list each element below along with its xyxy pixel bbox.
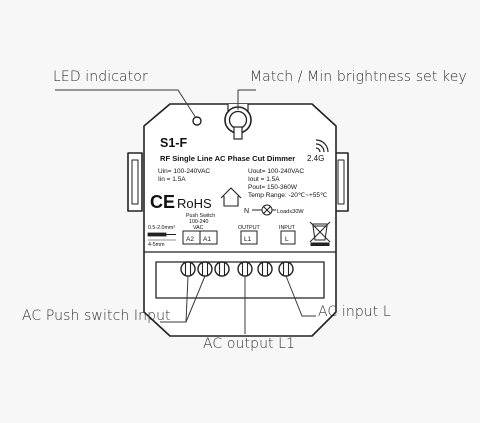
screw-terminal bbox=[214, 261, 230, 277]
spec-temp: Temp Range: -20℃~+55℃ bbox=[248, 192, 328, 199]
load-n-label: N bbox=[244, 208, 249, 215]
wireless-icon bbox=[315, 139, 329, 153]
screw-terminal bbox=[278, 261, 294, 277]
band-label: 2.4G bbox=[307, 154, 324, 163]
output-terminal-text: L1 bbox=[244, 236, 252, 243]
push-callout-line-b bbox=[185, 275, 206, 323]
strip-length-label: 4-5mm bbox=[148, 242, 165, 248]
input-callout-line bbox=[285, 275, 316, 317]
ac-output-label: AC output L1 bbox=[203, 336, 296, 352]
led-indicator-label: LED indicator bbox=[53, 69, 148, 85]
push-switch-input-label: AC Push switch Input bbox=[22, 308, 171, 324]
spec-iout: Iout = 1.5A bbox=[248, 176, 280, 183]
weee-bin-icon bbox=[309, 221, 331, 246]
set-key-label: Match / Min brightness set key bbox=[250, 69, 467, 85]
push-switch-label: Push Switch bbox=[186, 213, 215, 219]
terminal-a2-text: A2 bbox=[186, 236, 194, 243]
led-indicator bbox=[192, 116, 202, 126]
device-title: RF Single Line AC Phase Cut Dimmer bbox=[160, 154, 295, 163]
input-terminal-text: L bbox=[285, 236, 289, 243]
ac-input-label: AC input L bbox=[318, 304, 391, 320]
set-key[interactable] bbox=[224, 104, 252, 140]
model-label: S1-F bbox=[160, 136, 187, 150]
screw-terminals bbox=[180, 261, 294, 277]
spec-uin: Uin= 100-240VAC bbox=[158, 168, 210, 175]
output-terminal-box bbox=[240, 230, 258, 245]
input-label: INPUT bbox=[279, 225, 296, 231]
led-callout-line bbox=[55, 89, 197, 119]
lamp-icon bbox=[252, 204, 276, 216]
terminal-a2-label bbox=[182, 230, 201, 245]
spec-pout: Pout= 150-360W bbox=[248, 184, 298, 191]
screw-terminal bbox=[197, 261, 213, 277]
input-terminal-box bbox=[280, 230, 296, 245]
output-label: OUTPUT bbox=[238, 225, 261, 231]
terminal-a1-text: A1 bbox=[203, 236, 211, 243]
load-label: Load≤30W bbox=[277, 209, 304, 215]
callout-lines bbox=[55, 89, 316, 334]
screw-terminal bbox=[257, 261, 273, 277]
house-icon bbox=[220, 187, 242, 207]
rohs-mark: RoHS bbox=[177, 196, 212, 211]
spec-uout: Uout= 100-240VAC bbox=[248, 168, 304, 175]
ce-mark: CE bbox=[150, 192, 175, 212]
spec-iin: Iin = 1.5A bbox=[158, 176, 186, 183]
push-switch-voltage: 100-240 bbox=[189, 219, 208, 225]
screw-terminal bbox=[237, 261, 253, 277]
push-switch-unit: VAC bbox=[193, 225, 204, 231]
screw-terminal bbox=[180, 261, 196, 277]
wire-strip-icon bbox=[147, 232, 176, 241]
wire-gauge-label: 0.5-2.0mm² bbox=[148, 225, 175, 231]
left-clip bbox=[127, 152, 143, 212]
